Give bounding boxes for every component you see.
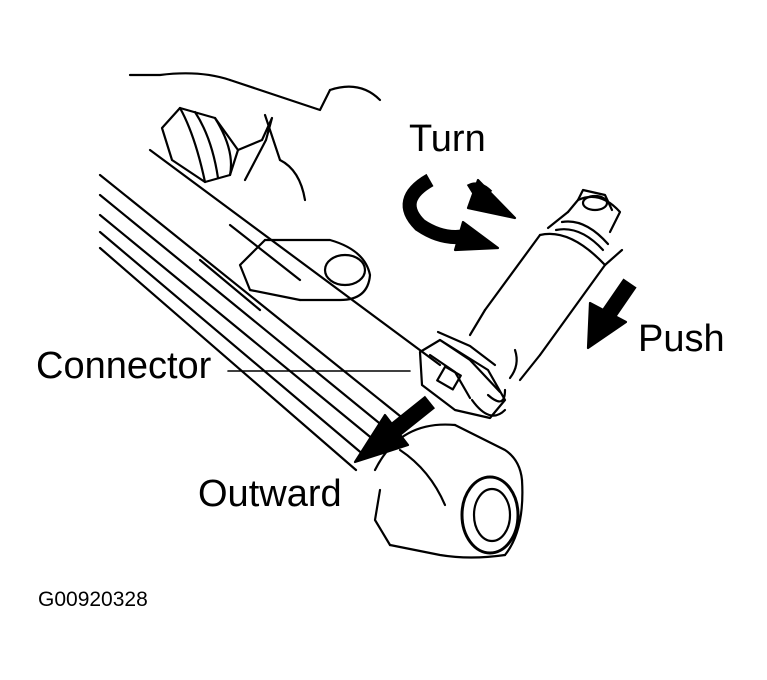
end-cap	[373, 423, 524, 559]
fuel-rail	[98, 72, 442, 472]
push-arrow-icon	[586, 278, 637, 350]
turn-arrow-icon	[402, 173, 517, 252]
upper-bracket	[160, 106, 274, 184]
turn-label: Turn	[409, 118, 486, 160]
push-label: Push	[638, 318, 725, 360]
outward-arrow-icon	[353, 395, 435, 464]
injector	[468, 188, 624, 382]
connector-label: Connector	[36, 345, 212, 387]
pipe-boss	[238, 238, 372, 302]
figure-id: G00920328	[38, 588, 148, 611]
connector-body	[418, 330, 507, 420]
outward-label: Outward	[198, 473, 342, 515]
